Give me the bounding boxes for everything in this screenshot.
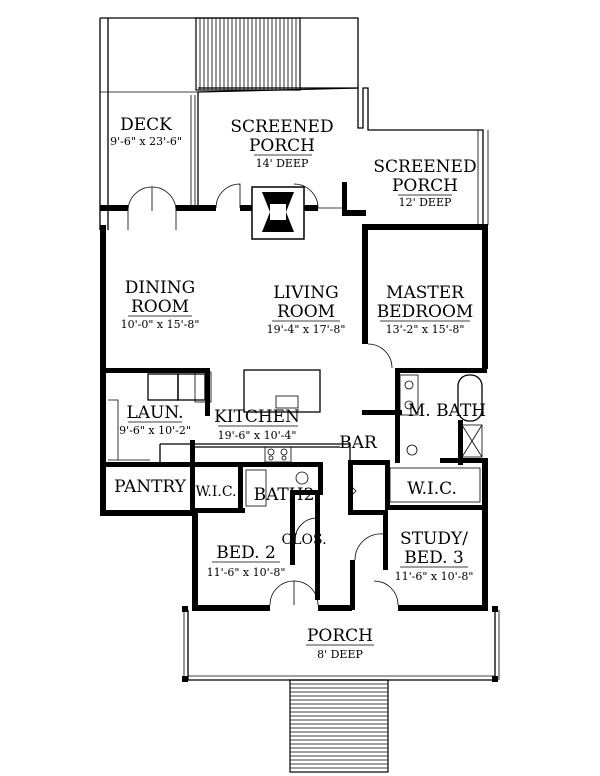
dining-dim: 10'-0" x 15'-8" <box>121 318 200 331</box>
interior-walls <box>100 368 488 610</box>
porch-label: PORCH <box>307 626 373 646</box>
washer <box>147 373 179 401</box>
bath2-label: BATH2 <box>254 485 315 505</box>
bathtub <box>457 374 483 422</box>
wic-small-label: W.I.C. <box>195 484 236 500</box>
deck-label: DECK <box>120 115 172 135</box>
study-label-1: STUDY/ <box>400 529 468 549</box>
dryer <box>177 373 206 401</box>
deck-dim: 9'-6" x 23'-6" <box>110 135 182 148</box>
dining-label-1: DINING <box>125 278 195 298</box>
kitchen-dim: 19'-6" x 10'-4" <box>218 429 297 442</box>
island-sink <box>275 395 299 409</box>
pantry-label: PANTRY <box>114 477 187 497</box>
doors-top <box>127 183 342 230</box>
deck-rail <box>190 95 196 205</box>
windows <box>100 224 488 609</box>
front-stairs <box>289 679 389 773</box>
kitchen-island <box>243 369 321 413</box>
bed2-dim: 11'-6" x 10'-8" <box>207 566 286 579</box>
bath2-toilet <box>295 471 309 485</box>
screened-porch-1-label-2: PORCH <box>249 136 315 156</box>
labels: DECK 9'-6" x 23'-6" SCREENED PORCH 14' D… <box>110 115 486 661</box>
deck-stairs <box>195 17 301 91</box>
shower <box>461 424 483 458</box>
dining-label-2: ROOM <box>131 297 189 317</box>
fireplace <box>251 186 305 240</box>
laundry-dim: 9'-6" x 10'-2" <box>119 424 191 437</box>
screened-porch-outline <box>198 87 484 225</box>
cooktop <box>264 446 292 463</box>
porch-rail-right <box>477 130 489 225</box>
study-dim: 11'-6" x 10'-8" <box>395 570 474 583</box>
kitchen-label: KITCHEN <box>214 407 300 427</box>
interior-doors <box>269 343 399 606</box>
study-label-2: BED. 3 <box>404 548 464 568</box>
bar-label: BAR <box>339 433 378 453</box>
bed2-label: BED. 2 <box>216 543 276 563</box>
toilet <box>406 444 418 456</box>
screened-porch-1-label-1: SCREENED <box>230 117 333 137</box>
bath2-tub <box>245 469 267 507</box>
screened-porch-2-dim: 12' DEEP <box>399 196 452 209</box>
screened-porch-1-dim: 14' DEEP <box>256 157 309 170</box>
deck-structure <box>99 17 359 230</box>
wic-shelving <box>389 467 481 503</box>
vanity <box>399 374 419 416</box>
m-bath-label: M. BATH <box>408 401 486 421</box>
screened-porch-2-label-2: PORCH <box>392 176 458 196</box>
screened-porch-2-label-1: SCREENED <box>373 157 476 177</box>
living-label-2: ROOM <box>277 302 335 322</box>
master-label-1: MASTER <box>386 283 465 303</box>
master-dim: 13'-2" x 15'-8" <box>386 323 465 336</box>
living-label-1: LIVING <box>273 283 338 303</box>
master-label-2: BEDROOM <box>377 302 474 322</box>
kitchen-counter <box>159 443 351 462</box>
wic-master-label: W.I.C. <box>407 479 457 499</box>
clos-label: CLOS. <box>281 532 326 548</box>
laundry-label: LAUN. <box>126 403 183 423</box>
porch-dim: 8' DEEP <box>317 648 363 661</box>
living-dim: 19'-4" x 17'-8" <box>267 323 346 336</box>
